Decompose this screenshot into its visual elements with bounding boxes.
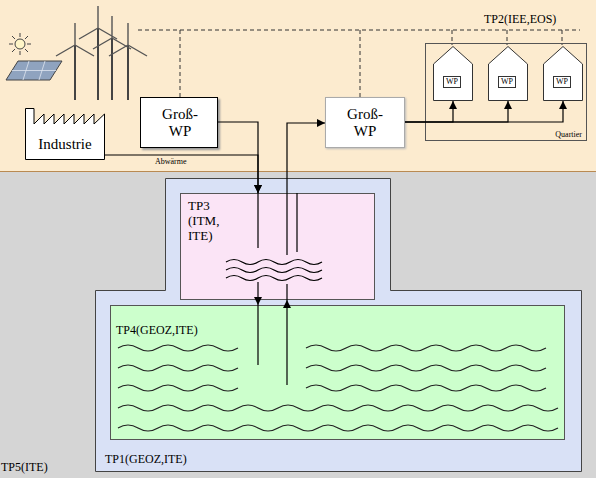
subproject-region: TP1(GEOZ,ITE) TP3 (ITM, ITE) TP4(GEOZ,ITE) (95, 178, 582, 472)
flow-arrow (287, 123, 325, 193)
node-label: WP (553, 76, 571, 88)
house-node: WP (433, 46, 473, 101)
aquifer-waves (118, 345, 558, 431)
solar-panel-grid (12, 61, 56, 80)
node-label: Groß- WP (158, 106, 202, 140)
node-label: WP (443, 76, 461, 88)
node-label: Industrie (25, 136, 105, 153)
wind-turbine-blades (56, 6, 147, 56)
wind-turbine-towers (75, 28, 128, 100)
house-node: WP (543, 46, 583, 101)
flow-arrow (405, 101, 453, 122)
node-label: TP1(GEOZ,ITE) (105, 452, 187, 467)
node-label: Quartier (555, 130, 582, 139)
node-label: TP2(IEE,EOS) (484, 12, 556, 27)
node-label: WP (498, 76, 516, 88)
house-shape (489, 47, 528, 101)
flow-arrow (105, 155, 258, 193)
aquifer-pipes (258, 305, 287, 385)
factory-outline (25, 108, 105, 160)
edge-label: Abwärme (155, 157, 187, 166)
subproject-band: TP2(IEE,EOS) Industrie Groß- WP Groß- WP Qua… (0, 0, 596, 172)
heat-exchanger-box: TP3 (ITM, ITE) (180, 193, 375, 300)
power-supply-dashed-lines (138, 30, 580, 97)
flow-arrow (257, 300, 258, 305)
solar-panel (6, 61, 62, 80)
node-label: TP5(ITE) (1, 460, 48, 475)
district-box: Quartier WP WP WP (425, 43, 587, 141)
region-shape (96, 179, 582, 472)
factory-node: Industrie (25, 108, 105, 160)
flow-arrow (405, 101, 563, 122)
flow-arrow (286, 300, 287, 305)
sun-symbol (15, 39, 25, 49)
node-label: TP3 (ITM, ITE) (188, 199, 232, 244)
house-outline (543, 46, 583, 101)
flow-arrow (405, 101, 508, 122)
house-outline (488, 46, 528, 101)
house-node: WP (488, 46, 528, 101)
house-shape (544, 47, 583, 101)
heat-pump-box: Groß- WP (140, 97, 218, 148)
heat-pump-box: Groß- WP (325, 97, 405, 148)
node-label: TP4(GEOZ,ITE) (116, 323, 198, 338)
node-label: Groß- WP (343, 106, 387, 140)
exchanger-pipes (258, 193, 297, 300)
flow-arrow (218, 122, 258, 193)
exchanger-waves (226, 260, 322, 281)
house-shape (434, 47, 473, 101)
aquifer-box: TP4(GEOZ,ITE) (110, 305, 565, 440)
sun-rays (9, 33, 31, 55)
house-outline (433, 46, 473, 101)
factory-shape (26, 109, 105, 160)
